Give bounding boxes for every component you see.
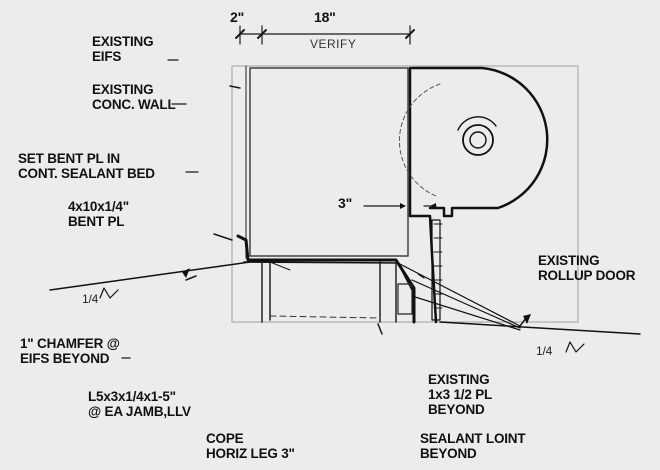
rollup-door-housing — [410, 66, 549, 218]
slope-label-right: 1/4 — [536, 344, 553, 358]
callout-chamfer: 1" CHAMFER @ EIFS BEYOND — [20, 336, 120, 366]
callout-bent-pl: 4x10x1/4" BENT PL — [68, 199, 129, 229]
callout-existing-rollup-door: EXISTING ROLLUP DOOR — [538, 253, 636, 283]
existing-frame-outline — [231, 65, 579, 323]
dimension-18in: 18" — [314, 9, 336, 25]
dimension-2in: 2" — [230, 9, 245, 25]
grade-line-right — [439, 321, 641, 335]
bent-plate — [236, 234, 416, 324]
dimension-3in: 3" — [338, 195, 353, 211]
callout-existing-pl: EXISTING 1x3 1/2 PL BEYOND — [428, 372, 493, 417]
door-jamb — [408, 66, 438, 324]
callout-angle: L5x3x1/4x1-5" @ EA JAMB,LLV — [88, 389, 191, 419]
conc-wall-box — [249, 67, 409, 257]
callout-sealant-joint: SEALANT LOINT BEYOND — [420, 431, 526, 461]
door-drum — [462, 124, 494, 156]
grade-line-left — [49, 261, 251, 291]
callout-set-bent-pl: SET BENT PL IN CONT. SEALANT BED — [18, 151, 155, 181]
callout-existing-eifs: EXISTING EIFS — [92, 34, 154, 64]
callout-existing-conc-wall: EXISTING CONC. WALL — [92, 82, 176, 112]
slope-label-left: 1/4 — [82, 292, 99, 306]
verify-note: VERIFY — [310, 37, 357, 51]
callout-cope: COPE HORIZ LEG 3" — [206, 431, 295, 461]
